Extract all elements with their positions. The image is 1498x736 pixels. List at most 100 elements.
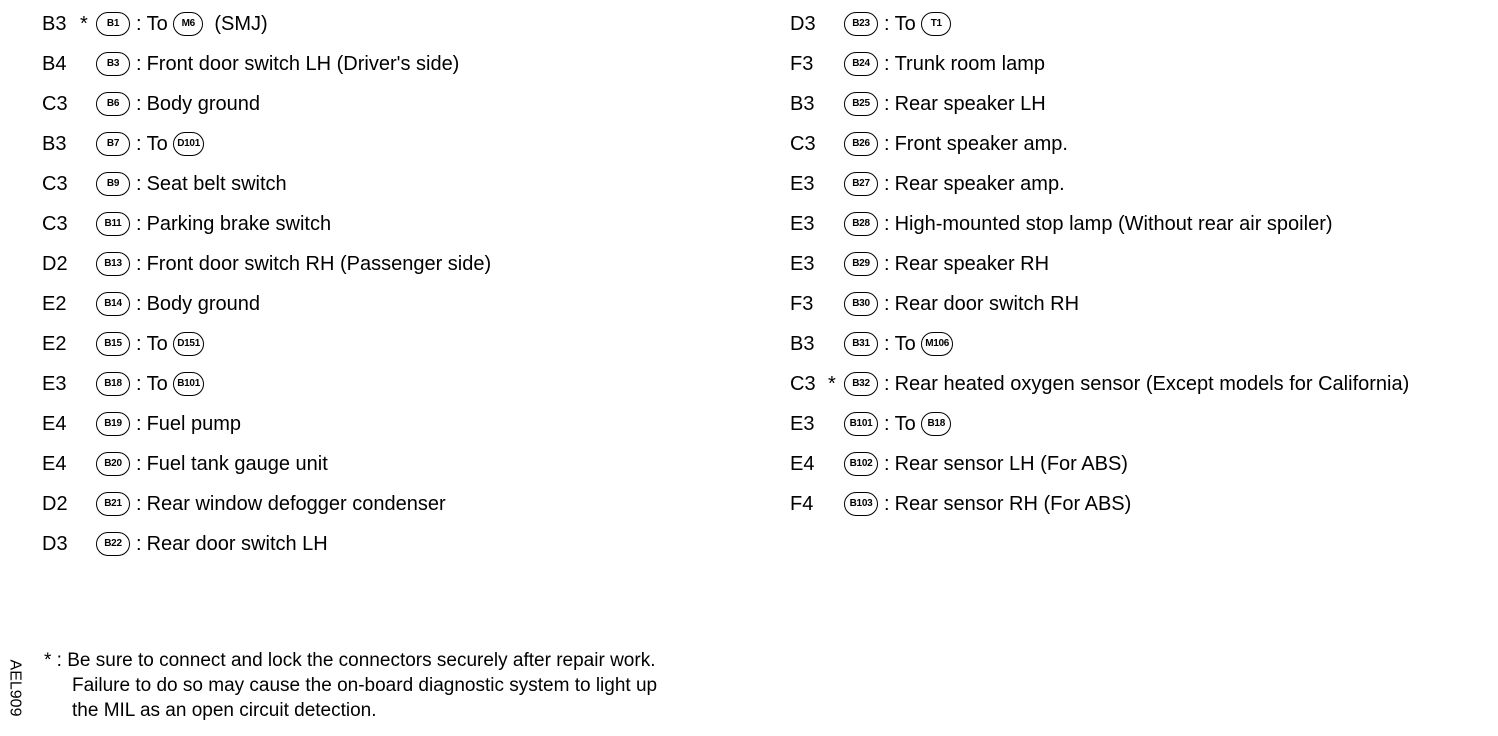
connector-description: Rear speaker amp.	[894, 173, 1065, 195]
colon-separator: :	[884, 373, 890, 395]
connector-badge: B31	[844, 332, 878, 356]
connector-badge: B22	[96, 532, 130, 556]
colon-separator: :	[884, 493, 890, 515]
grid-code: E3	[790, 253, 815, 275]
connector-badge: B19	[96, 412, 130, 436]
connector-description: To	[146, 373, 168, 395]
connector-row: B3 B25:Rear speaker LH	[790, 84, 1409, 124]
colon-separator: :	[136, 293, 142, 315]
connector-description: High-mounted stop lamp (Without rear air…	[894, 213, 1333, 235]
footnote-line-3: the MIL as an open circuit detection.	[72, 700, 377, 721]
colon-separator: :	[884, 53, 890, 75]
target-connector-badge: B101	[173, 372, 204, 396]
grid-code: C3	[42, 93, 68, 115]
grid-code: C3	[790, 133, 816, 155]
colon-separator: :	[136, 53, 142, 75]
grid-code: E2	[42, 333, 67, 355]
grid-code: F4	[790, 493, 814, 515]
connector-description: Front door switch RH (Passenger side)	[146, 253, 492, 275]
colon-separator: :	[884, 173, 890, 195]
grid-code: D3	[42, 533, 68, 555]
connector-description: Front door switch LH (Driver's side)	[146, 53, 460, 75]
connector-description: Body ground	[146, 93, 260, 115]
connector-badge: B29	[844, 252, 878, 276]
connector-badge: B15	[96, 332, 130, 356]
connector-description: Parking brake switch	[146, 213, 332, 235]
grid-code: C3	[42, 213, 68, 235]
colon-separator: :	[136, 413, 142, 435]
connector-description: To	[146, 133, 168, 155]
connector-badge: B24	[844, 52, 878, 76]
colon-separator: :	[884, 333, 890, 355]
colon-separator: :	[136, 333, 142, 355]
connector-description: Rear door switch RH	[894, 293, 1080, 315]
target-connector-badge: M106	[921, 332, 954, 356]
colon-separator: :	[884, 253, 890, 275]
connector-badge: B11	[96, 212, 130, 236]
target-connector-badge: M6	[173, 12, 204, 36]
connector-extra: (SMJ)	[214, 13, 268, 35]
connector-badge: B9	[96, 172, 130, 196]
connector-badge: B3	[96, 52, 130, 76]
colon-separator: :	[136, 453, 142, 475]
connector-description: Body ground	[146, 293, 260, 315]
connector-description: Fuel pump	[146, 413, 242, 435]
colon-separator: :	[136, 133, 142, 155]
grid-code: D2	[42, 493, 68, 515]
connector-description: Rear door switch LH	[146, 533, 328, 555]
grid-code: E4	[790, 453, 815, 475]
colon-separator: :	[884, 93, 890, 115]
grid-code: F3	[790, 293, 814, 315]
connector-badge: B18	[96, 372, 130, 396]
grid-code: B3	[42, 133, 67, 155]
connector-badge: B30	[844, 292, 878, 316]
connector-badge: B27	[844, 172, 878, 196]
colon-separator: :	[136, 373, 142, 395]
colon-separator: :	[136, 253, 142, 275]
connector-badge: B7	[96, 132, 130, 156]
colon-separator: :	[884, 13, 890, 35]
grid-code: E3	[790, 213, 815, 235]
connector-row: D3 B22:Rear door switch LH	[42, 524, 491, 564]
connector-row: B3*B1:To M6 (SMJ)	[42, 4, 491, 44]
colon-separator: :	[136, 93, 142, 115]
grid-code: C3	[42, 173, 68, 195]
connector-description: Rear speaker LH	[894, 93, 1046, 115]
connector-description: Trunk room lamp	[894, 53, 1045, 75]
colon-separator: :	[884, 213, 890, 235]
figure-id: AEL909	[2, 648, 26, 728]
colon-separator: :	[136, 173, 142, 195]
connector-description: Rear window defogger condenser	[146, 493, 446, 515]
connector-description: To	[146, 13, 168, 35]
grid-code: B3	[790, 93, 815, 115]
connector-description: Rear sensor LH (For ABS)	[894, 453, 1128, 475]
connector-row: B4 B3:Front door switch LH (Driver's side…	[42, 44, 491, 84]
colon-separator: :	[884, 293, 890, 315]
grid-code: E3	[790, 413, 815, 435]
footnote-line-2: Failure to do so may cause the on-board …	[72, 675, 658, 696]
target-connector-badge: B18	[921, 412, 952, 436]
colon-separator: :	[884, 133, 890, 155]
grid-code: D2	[42, 253, 68, 275]
connector-badge: B25	[844, 92, 878, 116]
connector-description: To	[146, 333, 168, 355]
connector-badge: B101	[844, 412, 878, 436]
connector-badge: B20	[96, 452, 130, 476]
colon-separator: :	[136, 533, 142, 555]
colon-separator: :	[136, 13, 142, 35]
connector-description: Front speaker amp.	[894, 133, 1068, 155]
grid-code: B4	[42, 53, 67, 75]
connector-description: To	[894, 413, 916, 435]
grid-code: E4	[42, 453, 67, 475]
